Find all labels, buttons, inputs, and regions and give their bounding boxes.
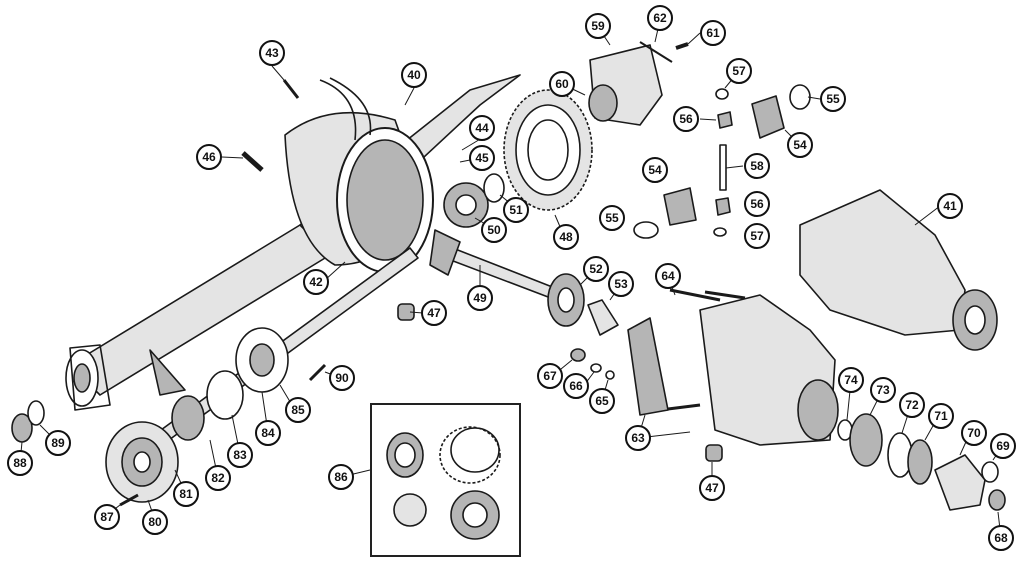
callout-48[interactable]: 48 (553, 224, 579, 250)
callout-83[interactable]: 83 (227, 442, 253, 468)
callout-72[interactable]: 72 (899, 392, 925, 418)
callout-87[interactable]: 87 (94, 504, 120, 530)
callout-61[interactable]: 61 (700, 20, 726, 46)
callout-67[interactable]: 67 (537, 363, 563, 389)
callout-47b[interactable]: 47 (699, 475, 725, 501)
callout-62[interactable]: 62 (647, 5, 673, 31)
callout-89[interactable]: 89 (45, 430, 71, 456)
crown-wheel (503, 89, 593, 211)
callout-88[interactable]: 88 (7, 450, 33, 476)
callout-82[interactable]: 82 (205, 465, 231, 491)
callout-69[interactable]: 69 (990, 433, 1016, 459)
callout-57b[interactable]: 57 (744, 223, 770, 249)
pinion (429, 229, 561, 301)
callout-54b[interactable]: 54 (642, 157, 668, 183)
callout-53[interactable]: 53 (608, 271, 634, 297)
callout-80[interactable]: 80 (142, 509, 168, 535)
callout-59[interactable]: 59 (585, 13, 611, 39)
callout-56b[interactable]: 56 (744, 191, 770, 217)
callout-90[interactable]: 90 (329, 365, 355, 391)
callout-43[interactable]: 43 (259, 40, 285, 66)
callout-63[interactable]: 63 (625, 425, 651, 451)
gasket-kit-box (370, 403, 521, 557)
callout-55b[interactable]: 55 (599, 205, 625, 231)
callout-71[interactable]: 71 (928, 403, 954, 429)
callout-58[interactable]: 58 (744, 153, 770, 179)
callout-52[interactable]: 52 (583, 256, 609, 282)
diff-carrier (627, 288, 839, 446)
callout-44[interactable]: 44 (469, 115, 495, 141)
callout-64[interactable]: 64 (655, 263, 681, 289)
callout-68[interactable]: 68 (988, 525, 1014, 551)
callout-46[interactable]: 46 (196, 144, 222, 170)
callout-50[interactable]: 50 (481, 217, 507, 243)
callout-47[interactable]: 47 (421, 300, 447, 326)
hub-flange (105, 421, 179, 503)
axle-housing-ring (284, 77, 434, 273)
callout-55[interactable]: 55 (820, 86, 846, 112)
callout-70[interactable]: 70 (961, 420, 987, 446)
callout-74[interactable]: 74 (838, 367, 864, 393)
callout-81[interactable]: 81 (173, 481, 199, 507)
callout-42[interactable]: 42 (303, 269, 329, 295)
callout-54[interactable]: 54 (787, 132, 813, 158)
callout-51[interactable]: 51 (503, 197, 529, 223)
callout-85[interactable]: 85 (285, 397, 311, 423)
callout-40[interactable]: 40 (401, 62, 427, 88)
callout-84[interactable]: 84 (255, 420, 281, 446)
callout-73[interactable]: 73 (870, 377, 896, 403)
diff-carrier-assembled (799, 189, 998, 351)
callout-57[interactable]: 57 (726, 58, 752, 84)
callout-56[interactable]: 56 (673, 106, 699, 132)
callout-86[interactable]: 86 (328, 464, 354, 490)
callout-66[interactable]: 66 (563, 373, 589, 399)
callout-49[interactable]: 49 (467, 285, 493, 311)
differential-cage (588, 41, 689, 126)
callout-65[interactable]: 65 (589, 388, 615, 414)
callout-45[interactable]: 45 (469, 145, 495, 171)
half-shaft (149, 247, 419, 449)
callout-60[interactable]: 60 (549, 71, 575, 97)
callout-41[interactable]: 41 (937, 193, 963, 219)
